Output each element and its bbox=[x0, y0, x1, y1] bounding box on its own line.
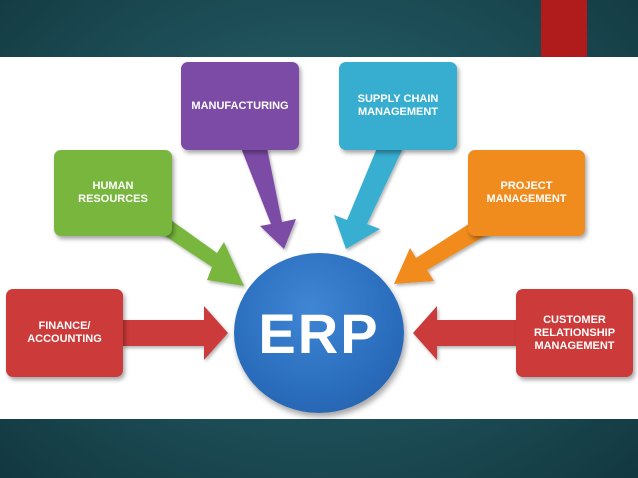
arrow-crm bbox=[413, 306, 517, 360]
node-project-management-label: PROJECT MANAGEMENT bbox=[486, 180, 567, 205]
node-project-management: PROJECT MANAGEMENT bbox=[468, 150, 585, 236]
node-crm: CUSTOMER RELATIONSHIP MANAGEMENT bbox=[516, 289, 633, 377]
node-manufacturing-label: MANUFACTURING bbox=[191, 99, 289, 112]
erp-hub: ERP bbox=[234, 253, 404, 413]
node-human-resources: HUMAN RESOURCES bbox=[54, 150, 172, 236]
accent-bar bbox=[541, 0, 587, 57]
arrow-human-resources bbox=[153, 218, 244, 286]
arrow-manufacturing bbox=[241, 148, 296, 249]
node-human-resources-label: HUMAN RESOURCES bbox=[78, 180, 148, 205]
arrow-finance bbox=[122, 306, 228, 360]
erp-hub-label: ERP bbox=[258, 301, 380, 365]
node-manufacturing: MANUFACTURING bbox=[181, 62, 299, 150]
node-supply-chain-label: SUPPLY CHAIN MANAGEMENT bbox=[357, 93, 439, 118]
node-supply-chain: SUPPLY CHAIN MANAGEMENT bbox=[339, 62, 457, 150]
node-finance-label: FINANCE/ ACCOUNTING bbox=[27, 320, 102, 345]
arrow-supply-chain bbox=[334, 148, 403, 249]
node-finance: FINANCE/ ACCOUNTING bbox=[6, 289, 123, 377]
arrow-project-management bbox=[394, 218, 492, 284]
node-crm-label: CUSTOMER RELATIONSHIP MANAGEMENT bbox=[533, 313, 616, 352]
